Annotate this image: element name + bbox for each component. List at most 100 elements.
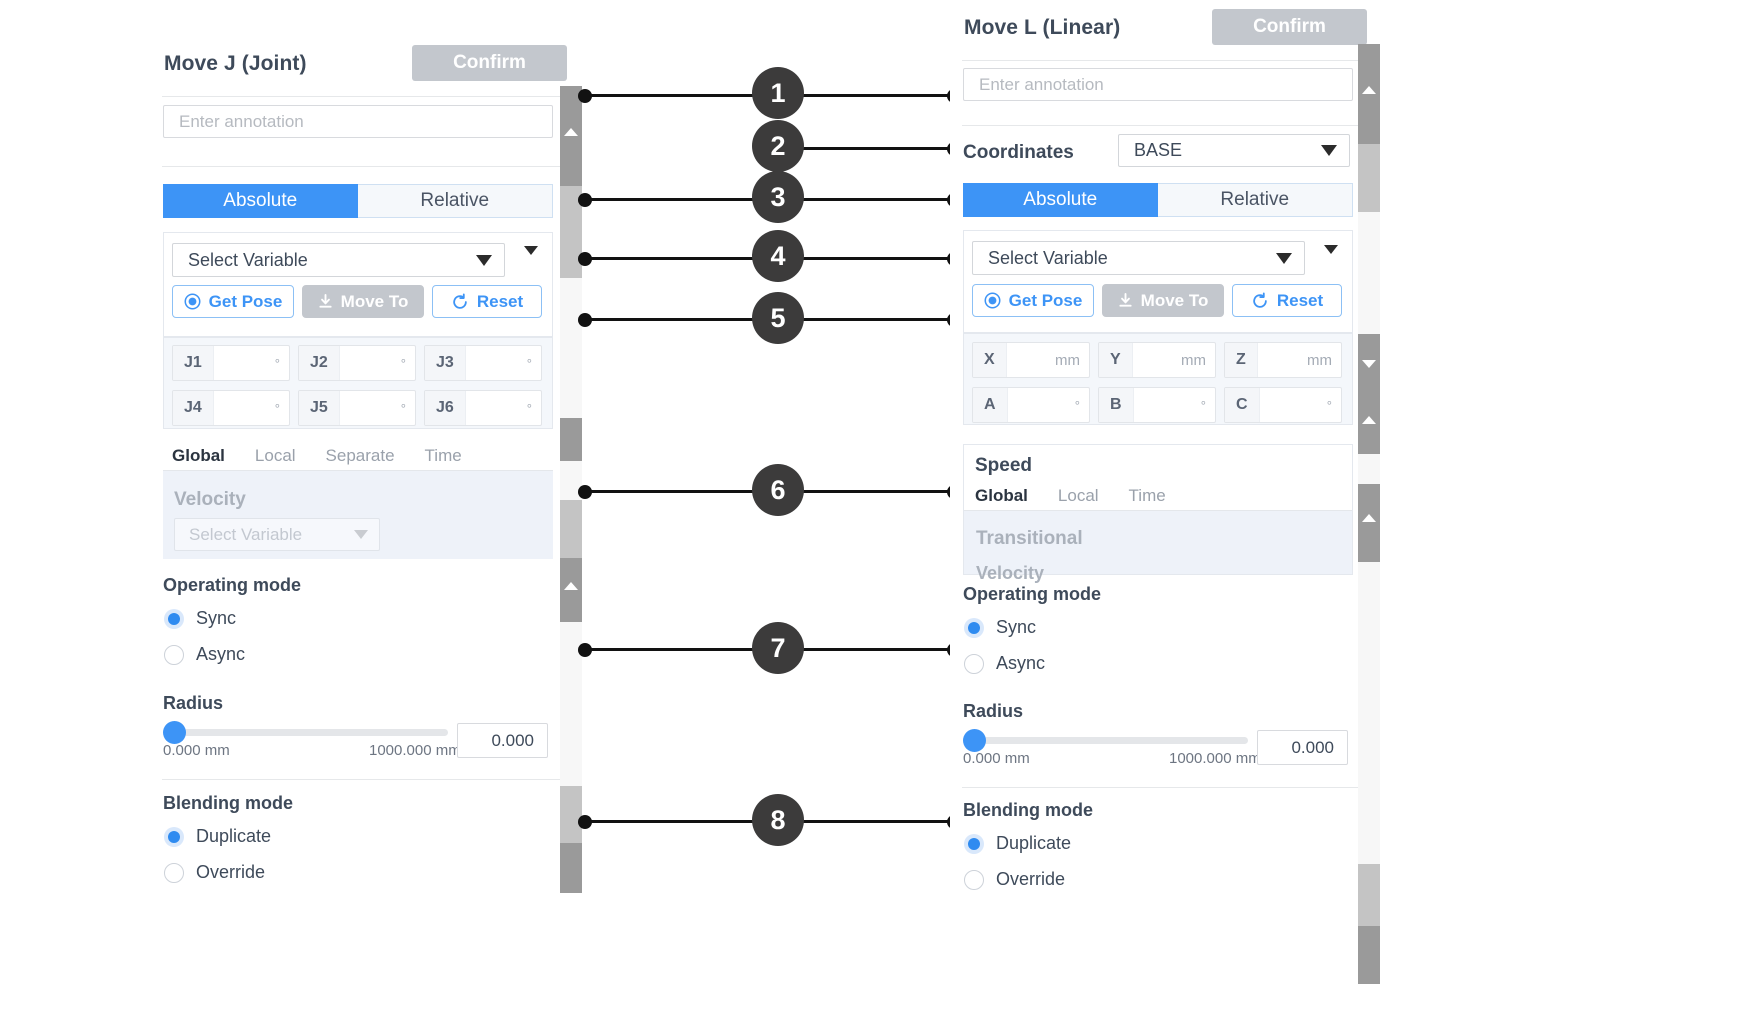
move-l-expand-chevron-icon[interactable] <box>1324 245 1338 254</box>
scrollbar-arrow-up-icon[interactable] <box>1362 86 1376 94</box>
scrollbar-thumb-2[interactable] <box>560 418 582 461</box>
move-j-confirm-button[interactable]: Confirm <box>412 45 567 81</box>
move-l-variable-select[interactable]: Select Variable <box>972 241 1305 275</box>
joint-field-j4[interactable]: J4 ° <box>172 390 290 426</box>
coord-field-z-label: Z <box>1225 343 1258 377</box>
joint-field-j1[interactable]: J1 ° <box>172 345 290 381</box>
callout-3: 3 <box>752 171 804 223</box>
move-l-mode-segment[interactable]: Absolute Relative <box>963 183 1353 217</box>
scrollbar-arrow-up-icon[interactable] <box>1362 416 1376 424</box>
scrollbar-track-2[interactable] <box>1358 864 1380 926</box>
move-l-move-to-button[interactable]: Move To <box>1102 284 1224 317</box>
joint-field-j3[interactable]: J3 ° <box>424 345 542 381</box>
move-j-tab-absolute[interactable]: Absolute <box>163 184 358 218</box>
coord-field-a[interactable]: A ° <box>972 387 1090 423</box>
move-j-radius-min-label: 0.000 mm <box>163 742 230 759</box>
move-j-reset-button[interactable]: Reset <box>432 285 542 318</box>
move-j-velocity-select[interactable]: Select Variable <box>174 518 380 551</box>
coord-field-c-label: C <box>1225 388 1260 422</box>
joint-field-j2[interactable]: J2 ° <box>298 345 416 381</box>
move-j-radius-slider-knob[interactable] <box>163 721 186 744</box>
move-l-operating-mode-async[interactable]: Async <box>964 653 1045 674</box>
joint-field-j5[interactable]: J5 ° <box>298 390 416 426</box>
scrollbar-track-3[interactable] <box>560 786 582 843</box>
move-l-speed-tab-local[interactable]: Local <box>1057 486 1099 505</box>
radio-selected-icon[interactable] <box>164 826 184 847</box>
radio-unselected-icon[interactable] <box>164 644 184 665</box>
move-j-annotation-input[interactable]: Enter annotation <box>163 105 553 138</box>
scrollbar-thumb-3[interactable] <box>1358 394 1380 454</box>
move-l-radius-slider-knob[interactable] <box>963 729 986 752</box>
move-j-move-to-button[interactable]: Move To <box>302 285 424 318</box>
radio-unselected-icon[interactable] <box>964 869 984 890</box>
move-j-speed-tab-local[interactable]: Local <box>254 446 296 465</box>
scrollbar-arrow-up-icon[interactable] <box>564 128 578 136</box>
joint-field-j5-label: J5 <box>299 391 340 425</box>
scrollbar-track-1[interactable] <box>1358 144 1380 212</box>
scrollbar-arrow-up-icon[interactable] <box>1362 514 1376 522</box>
move-j-joint-row-2: J4 ° J5 ° J6 ° <box>172 390 542 426</box>
move-l-blending-mode-override[interactable]: Override <box>964 869 1065 890</box>
joint-field-j6[interactable]: J6 ° <box>424 390 542 426</box>
move-l-radius-slider-track[interactable] <box>964 737 1248 744</box>
scrollbar-thumb-5[interactable] <box>1358 926 1380 984</box>
move-j-mode-segment[interactable]: Absolute Relative <box>163 184 553 218</box>
move-l-radius-heading: Radius <box>963 701 1024 721</box>
move-l-annotation-input[interactable]: Enter annotation <box>963 68 1353 101</box>
scrollbar-thumb-2[interactable] <box>1358 334 1380 394</box>
move-l-transitional-label: Transitional <box>976 528 1083 549</box>
move-l-radius-value-input[interactable]: 0.000 <box>1257 730 1348 765</box>
move-l-speed-tabs[interactable]: Global Local Time <box>975 486 1196 515</box>
move-j-radius-value-input[interactable]: 0.000 <box>457 723 548 758</box>
move-l-get-pose-button[interactable]: Get Pose <box>972 284 1094 317</box>
joint-field-j4-unit: ° <box>274 400 280 416</box>
move-l-scrollbar[interactable] <box>1358 44 1380 984</box>
move-j-move-to-label: Move To <box>340 291 409 311</box>
scrollbar-arrow-down-icon[interactable] <box>1362 360 1376 368</box>
scrollbar-thumb-3[interactable] <box>560 558 582 622</box>
radio-selected-icon[interactable] <box>964 617 984 638</box>
scrollbar-track-1[interactable] <box>560 186 582 278</box>
move-j-expand-chevron-icon[interactable] <box>524 246 538 255</box>
scrollbar-track-2[interactable] <box>560 500 582 558</box>
move-j-blending-mode-override[interactable]: Override <box>164 862 265 883</box>
move-j-operating-mode-async[interactable]: Async <box>164 644 245 665</box>
move-l-tab-absolute[interactable]: Absolute <box>963 183 1158 217</box>
move-l-reset-button[interactable]: Reset <box>1232 284 1342 317</box>
move-l-speed-tab-time[interactable]: Time <box>1128 486 1166 505</box>
move-l-confirm-button[interactable]: Confirm <box>1212 9 1367 45</box>
move-j-tab-relative[interactable]: Relative <box>357 184 553 218</box>
move-l-operating-mode-sync[interactable]: Sync <box>964 617 1036 638</box>
move-j-blending-mode-duplicate[interactable]: Duplicate <box>164 826 271 847</box>
move-j-scrollbar[interactable] <box>560 86 582 893</box>
coord-field-b[interactable]: B ° <box>1098 387 1216 423</box>
coord-field-c[interactable]: C ° <box>1224 387 1342 423</box>
coord-field-z[interactable]: Z mm <box>1224 342 1342 378</box>
scrollbar-thumb-1[interactable] <box>560 86 582 186</box>
move-j-operating-mode-sync[interactable]: Sync <box>164 608 236 629</box>
scrollbar-thumb-4[interactable] <box>1358 484 1380 562</box>
scrollbar-thumb-1[interactable] <box>1358 44 1380 144</box>
move-j-radius-slider-track[interactable] <box>164 729 448 736</box>
coord-field-x[interactable]: X mm <box>972 342 1090 378</box>
move-j-get-pose-button[interactable]: Get Pose <box>172 285 294 318</box>
move-l-reset-label: Reset <box>1276 290 1324 310</box>
coord-field-y-label: Y <box>1099 343 1133 377</box>
coord-field-z-unit: mm <box>1307 351 1332 369</box>
scrollbar-thumb-4[interactable] <box>560 843 582 893</box>
radio-selected-icon[interactable] <box>964 833 984 854</box>
radio-unselected-icon[interactable] <box>164 862 184 883</box>
radio-selected-icon[interactable] <box>164 608 184 629</box>
move-l-get-pose-label: Get Pose <box>1008 290 1083 310</box>
move-j-speed-tab-time[interactable]: Time <box>424 446 462 465</box>
move-j-variable-select[interactable]: Select Variable <box>172 243 505 277</box>
coord-field-y[interactable]: Y mm <box>1098 342 1216 378</box>
radio-unselected-icon[interactable] <box>964 653 984 674</box>
scrollbar-arrow-up-icon[interactable] <box>564 582 578 590</box>
move-j-speed-tab-separate[interactable]: Separate <box>325 446 395 465</box>
move-l-coordinates-select[interactable]: BASE <box>1118 134 1350 167</box>
move-j-speed-tabs[interactable]: Global Local Separate Time <box>172 446 492 475</box>
joint-field-j6-label: J6 <box>425 391 466 425</box>
move-l-tab-relative[interactable]: Relative <box>1157 183 1353 217</box>
move-l-blending-mode-duplicate[interactable]: Duplicate <box>964 833 1071 854</box>
